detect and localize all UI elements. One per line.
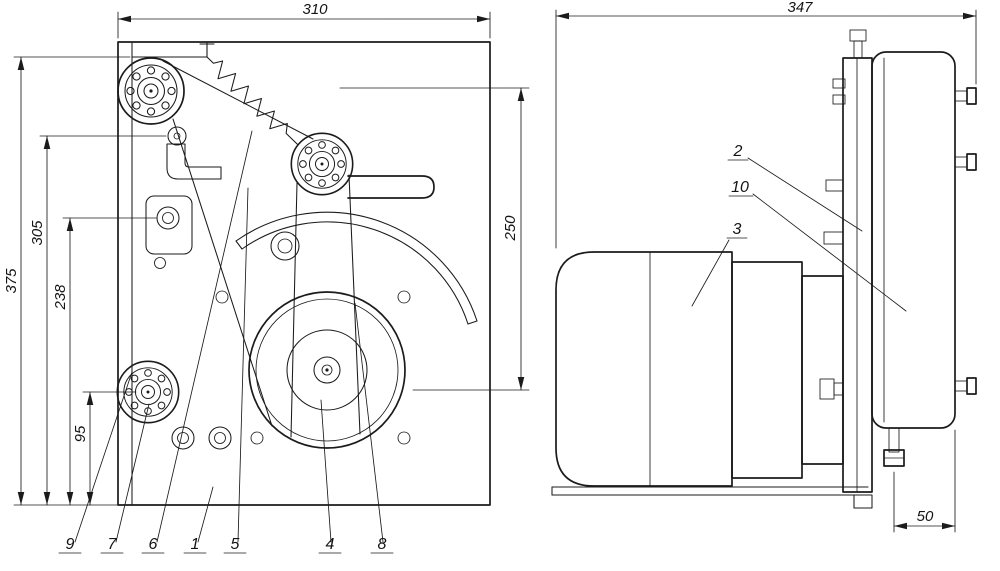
part-label-9: 9 <box>66 536 75 553</box>
part-label-1-group: 1 <box>183 486 214 554</box>
part-label-3: 3 <box>733 221 742 238</box>
part-label-8-group: 8 <box>354 302 394 554</box>
side-view: 347 50 2 10 3 <box>551 0 977 533</box>
mounting-plate-side <box>842 57 873 493</box>
part-label-4-group: 4 <box>318 399 342 554</box>
motor-body <box>555 251 733 487</box>
part-label-10-group: 10 <box>728 179 907 312</box>
dim-238-group: 238 <box>52 217 157 506</box>
guide-slot-arc <box>235 211 478 325</box>
dim-310: 310 <box>302 1 328 18</box>
dim-50: 50 <box>917 508 934 525</box>
part-label-2-group: 2 <box>727 143 863 232</box>
drive-drum <box>248 291 406 449</box>
dim-347-group: 347 <box>555 0 977 249</box>
part-label-7-group: 7 <box>100 403 150 554</box>
dim-305: 305 <box>29 220 46 246</box>
part-label-9-group: 9 <box>58 371 133 554</box>
tension-spring <box>199 43 299 146</box>
belt-lines <box>162 60 361 438</box>
dim-305-group: 305 <box>29 135 167 506</box>
part-label-6: 6 <box>149 536 158 553</box>
part-label-3-group: 3 <box>691 221 748 307</box>
dim-95-group: 95 <box>72 391 137 506</box>
mounting-plate-front <box>117 41 491 506</box>
idler-pulley-top <box>117 57 185 125</box>
motor-flange <box>731 261 844 479</box>
part-label-8: 8 <box>378 536 387 553</box>
part-label-2: 2 <box>733 143 743 160</box>
dim-375: 375 <box>3 268 20 294</box>
base-plate <box>551 486 873 509</box>
mounting-holes <box>145 195 411 450</box>
tension-pulley-mid <box>290 132 354 196</box>
gear-cover <box>871 51 956 429</box>
part-label-6-group: 6 <box>141 130 253 554</box>
part-label-5: 5 <box>231 536 240 553</box>
anchor-bracket <box>166 126 222 180</box>
dim-238: 238 <box>52 284 69 311</box>
part-label-4: 4 <box>326 536 335 553</box>
part-label-7: 7 <box>108 536 118 553</box>
tension-arm <box>347 175 435 199</box>
dim-250: 250 <box>502 215 519 242</box>
dim-347: 347 <box>787 0 813 16</box>
dim-50-group: 50 <box>893 429 956 533</box>
dim-310-group: 310 <box>117 1 491 39</box>
dim-95: 95 <box>72 425 89 442</box>
dim-375-group: 375 <box>3 56 131 506</box>
front-view: 310 375 305 238 95 250 <box>3 1 530 554</box>
part-label-5-group: 5 <box>223 187 249 554</box>
dim-250-group: 250 <box>339 87 530 391</box>
fastener-bolts <box>819 29 977 467</box>
part-label-10: 10 <box>731 179 749 196</box>
part-label-1: 1 <box>191 536 200 553</box>
